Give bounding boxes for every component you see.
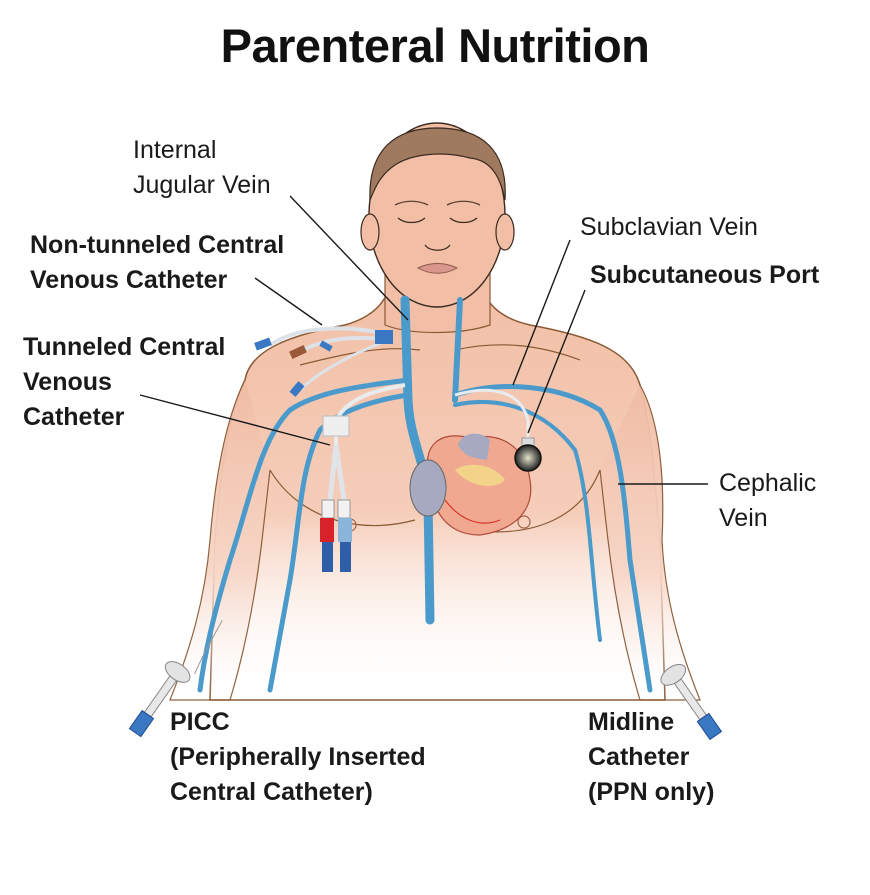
head xyxy=(360,122,515,334)
port-icon xyxy=(454,388,542,472)
label-non-tunneled-cvc: Non-tunneled Central Venous Catheter xyxy=(30,231,285,294)
label-internal-jugular-vein: Internal Jugular Vein xyxy=(133,136,271,199)
heart-icon xyxy=(409,433,532,536)
non-tunneled-catheter xyxy=(254,326,393,397)
label-picc: PICC (Peripherally Inserted Central Cath… xyxy=(170,708,426,806)
tunneled-catheter xyxy=(320,383,406,572)
label-tunneled-cvc: Tunneled Central Venous Catheter xyxy=(23,333,226,431)
page-title: Parenteral Nutrition xyxy=(220,19,650,72)
label-midline-catheter: Midline Catheter (PPN only) xyxy=(588,708,715,806)
label-cephalic-vein: Cephalic Vein xyxy=(719,469,817,532)
midline-device xyxy=(660,663,723,741)
label-subcutaneous-port: Subcutaneous Port xyxy=(590,261,820,289)
leader-lines xyxy=(139,195,708,485)
picc-device xyxy=(128,620,223,738)
label-subclavian-vein: Subclavian Vein xyxy=(580,213,758,241)
